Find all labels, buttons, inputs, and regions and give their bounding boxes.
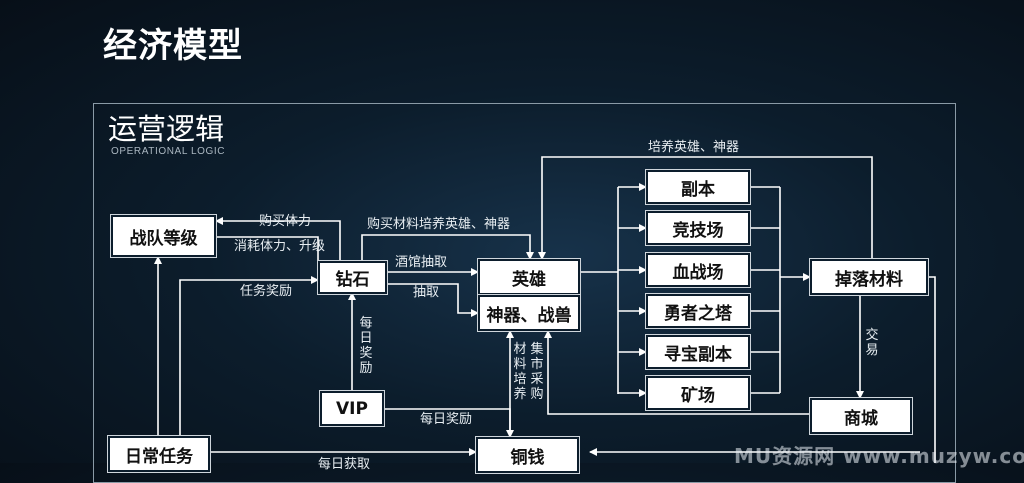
- node-vip: VIP: [319, 390, 385, 427]
- node-hero: 英雄: [477, 258, 581, 296]
- node-artifact-beast: 神器、战兽: [477, 294, 581, 332]
- label-buy-stamina: 购买体力: [259, 214, 312, 229]
- watermark-text: MU资源网 www.muzyw.com: [734, 444, 1024, 468]
- label-tavern-draw: 酒馆抽取: [395, 255, 448, 270]
- node-brave-tower: 勇者之塔: [645, 293, 751, 329]
- edge-market-purchase: [544, 330, 810, 415]
- edge-buy-stamina: [215, 217, 341, 261]
- panel-subtitle: OPERATIONAL LOGIC: [111, 146, 226, 157]
- edge-draw: [387, 283, 479, 317]
- label-consume-stamina: 消耗体力、升级: [234, 239, 326, 254]
- label-market-purchase: 集市采购: [530, 342, 544, 402]
- edge-consume-stamina: [216, 236, 319, 262]
- diagram-edges: [154, 156, 936, 463]
- edge-drop-to-copper: [928, 276, 936, 463]
- page-title: 经济模型: [103, 26, 243, 66]
- label-buy-material: 购买材料培养英雄、神器: [367, 217, 511, 232]
- node-arena: 竞技场: [645, 210, 751, 246]
- node-team-level: 战队等级: [110, 214, 217, 258]
- label-draw: 抽取: [413, 285, 440, 300]
- label-daily-reward-vertical: 每日奖励: [359, 316, 373, 376]
- node-diamond: 钻石: [317, 260, 388, 295]
- node-dungeon: 副本: [645, 169, 751, 205]
- node-mine: 矿场: [645, 375, 751, 411]
- edge-task-reward: [179, 276, 319, 438]
- node-copper: 铜钱: [475, 436, 580, 474]
- label-train-hero-artifact: 培养英雄、神器: [648, 140, 740, 155]
- label-material-train: 材料培养: [513, 342, 527, 402]
- panel-title: 运营逻辑: [108, 112, 225, 146]
- label-task-reward: 任务奖励: [240, 284, 293, 299]
- node-treasure-dungeon: 寻宝副本: [645, 334, 751, 370]
- node-blood-arena: 血战场: [645, 252, 751, 288]
- label-trade: 交易: [865, 328, 879, 358]
- node-drop-material: 掉落材料: [809, 258, 929, 296]
- edge-train-hero: [538, 156, 873, 260]
- node-shop: 商城: [809, 397, 913, 435]
- edge-buy-material: [361, 234, 534, 261]
- label-daily-bottom: 每日获取: [318, 457, 371, 472]
- node-daily-task: 日常任务: [107, 435, 211, 473]
- label-daily-reward: 每日奖励: [420, 412, 473, 427]
